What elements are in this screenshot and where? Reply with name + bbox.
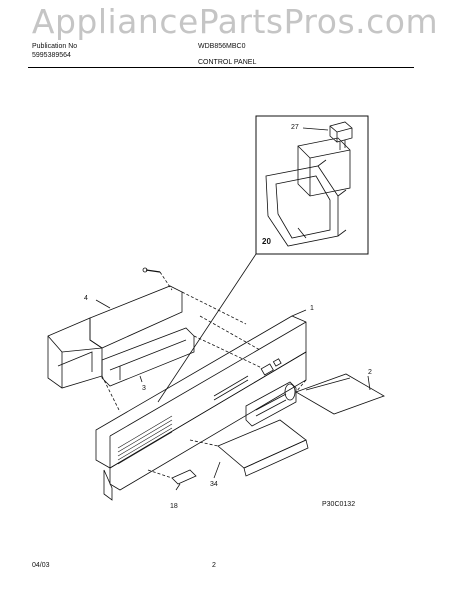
header-rule <box>28 67 414 68</box>
callout-27: 27 <box>291 124 299 131</box>
inset-leader-line <box>157 253 257 403</box>
part-1-console <box>95 315 307 501</box>
part-18-insert <box>171 469 197 485</box>
publication-label: Publication No <box>32 43 78 50</box>
callout-labels: 27 20 1 4 3 2 34 18 P30C0132 <box>84 124 372 510</box>
model-number: WDB856MBC0 <box>198 43 246 50</box>
part-2-overlay <box>295 373 385 415</box>
control-module <box>245 381 297 427</box>
callout-3: 3 <box>142 385 146 392</box>
footer-date: 04/03 <box>32 562 50 569</box>
callout-34: 34 <box>210 481 218 488</box>
part-20-housing <box>265 137 351 247</box>
figure-code: P30C0132 <box>322 501 355 508</box>
section-title: CONTROL PANEL <box>198 59 257 66</box>
footer-page-number: 2 <box>212 562 216 569</box>
callout-2: 2 <box>368 369 372 376</box>
callout-4: 4 <box>84 295 88 302</box>
part-3-board <box>101 327 195 387</box>
watermark: AppliancePartsPros.com <box>31 2 439 41</box>
callout-20: 20 <box>262 237 271 246</box>
publication-number: 5995389564 <box>32 52 71 59</box>
inset-detail-box <box>255 115 369 255</box>
part-27-connector <box>329 121 353 150</box>
callout-18: 18 <box>170 503 178 510</box>
callout-1: 1 <box>310 305 314 312</box>
screw <box>142 267 161 273</box>
part-34-strip <box>217 419 309 477</box>
